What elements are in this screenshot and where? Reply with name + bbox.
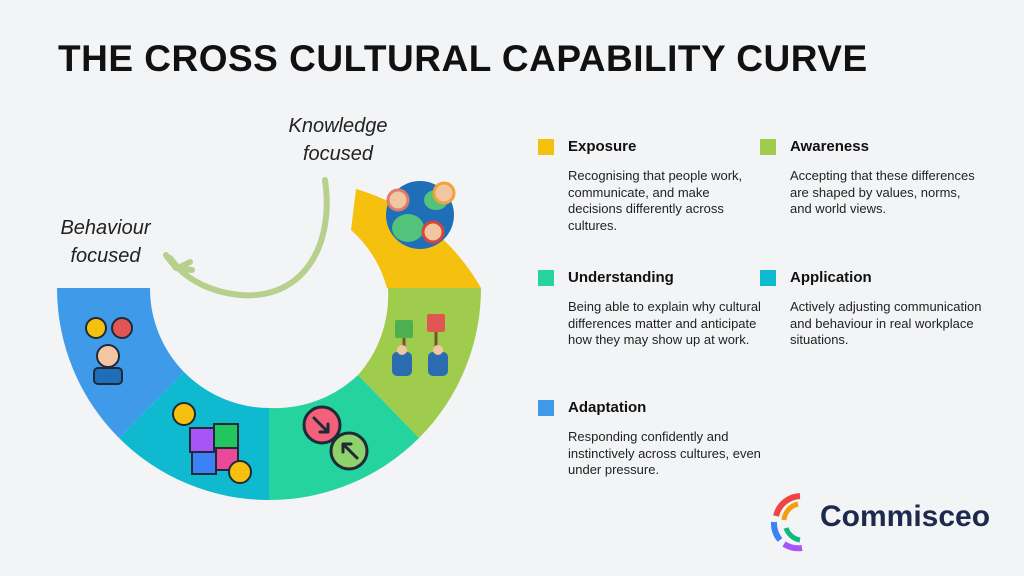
awareness-title: Awareness [790,138,869,155]
segment-awareness [358,288,482,438]
understanding-title: Understanding [568,269,674,286]
brand-name: Commisceo [820,500,991,533]
knowledge-line-1: Knowledge [288,115,388,137]
understanding-swatch [538,270,554,286]
brand-logo[interactable]: Commisceo [762,490,1012,552]
behaviour-line-1: Behaviour [60,217,151,239]
thumbs-signs-icon [392,314,448,376]
awareness-description: Accepting that these differences are sha… [790,168,975,216]
behaviour-line-2: focused [70,245,141,267]
understanding-description: Being able to explain why cultural diffe… [568,299,761,347]
exposure-title: Exposure [568,138,637,155]
adaptation-title: Adaptation [568,399,647,416]
adaptation-description: Responding confidently and instinctively… [568,429,761,477]
knowledge-focused-label: Knowledge focused [278,112,398,168]
page-title: THE CROSS CULTURAL CAPABILITY CURVE [58,38,868,79]
exposure-swatch [538,139,554,155]
awareness-swatch [760,139,776,155]
application-swatch [760,270,776,286]
behaviour-focused-label: Behaviour focused [48,214,163,270]
application-description: Actively adjusting communication and beh… [790,299,982,347]
brand-mark-icon [770,493,803,552]
exposure-description: Recognising that people work, communicat… [568,168,743,233]
curved-arrow [163,177,330,299]
overlap-circles-icon [302,405,369,471]
puzzle-icon [172,402,252,484]
knowledge-line-2: focused [302,143,374,165]
decision-person-icon [85,317,133,385]
adaptation-swatch [538,400,554,416]
application-title: Application [790,269,872,286]
globe-people-icon [386,181,456,249]
